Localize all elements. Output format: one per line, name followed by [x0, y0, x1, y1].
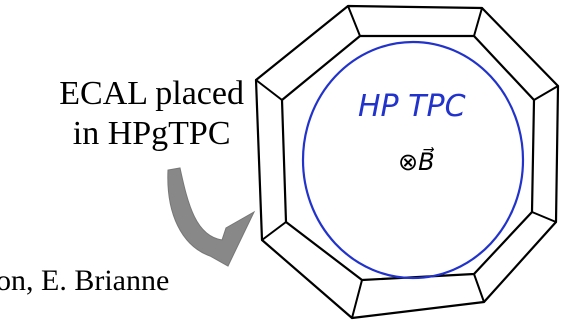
caption-line-1: ECAL placed — [59, 75, 244, 112]
caption-line-2: in HPgTPC — [72, 115, 231, 152]
ecal-caption: ECAL placed in HPgTPC — [59, 74, 244, 154]
tpc-label: HP TPC — [358, 89, 466, 124]
tpc-circle — [301, 40, 525, 280]
author-credit: on, E. Brianne — [0, 264, 170, 297]
ecal-module-separators — [255, 5, 559, 319]
magnetic-field-label: ⊗B⃗ — [398, 147, 435, 176]
pointer-arrow — [167, 167, 256, 267]
